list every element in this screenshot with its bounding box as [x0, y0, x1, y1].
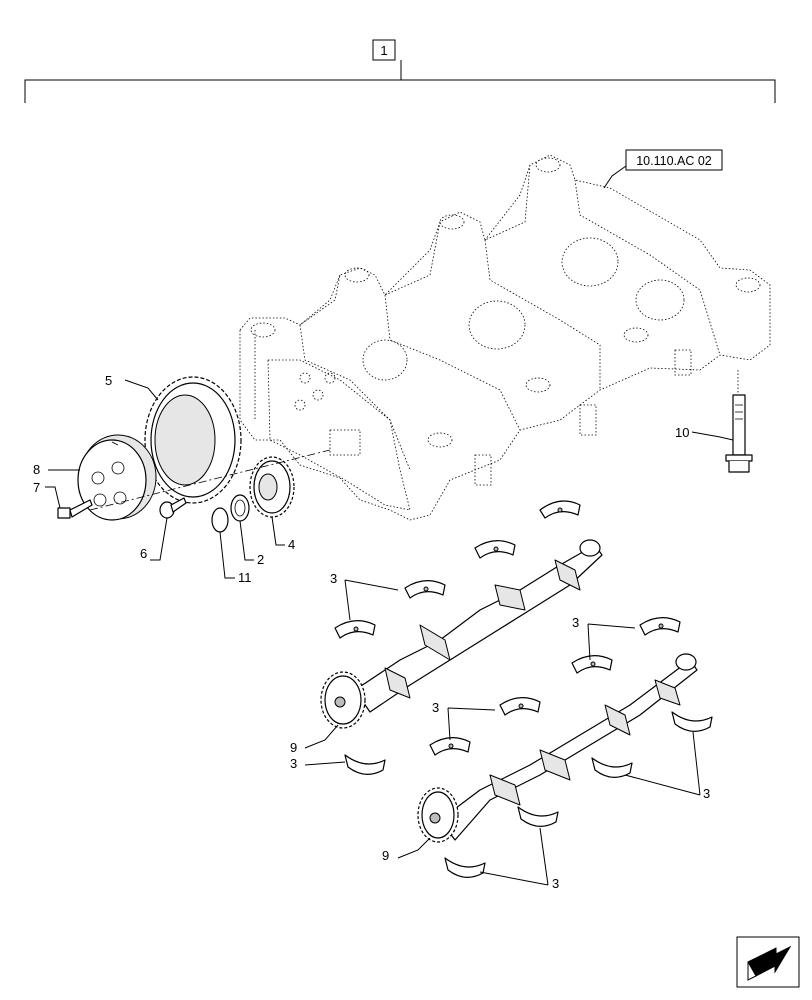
- cam-gear-upper[interactable]: [320, 671, 366, 729]
- bearing-shell-a[interactable]: [539, 500, 581, 519]
- callout-10: 10: [675, 425, 689, 440]
- bearing-shell-k[interactable]: [591, 757, 633, 778]
- cross-reference-label: 10.110.AC 02: [636, 154, 712, 168]
- bearing-shell-f[interactable]: [571, 655, 613, 674]
- bearing-shell-m[interactable]: [444, 857, 486, 878]
- callout-3-a: 3: [330, 571, 337, 586]
- callout-8: 8: [33, 462, 40, 477]
- bearing-shell-i[interactable]: [344, 754, 386, 775]
- camshaft-upper[interactable]: [354, 539, 603, 713]
- callout-9-upper: 9: [290, 740, 297, 755]
- bearing-shell-h[interactable]: [429, 737, 471, 756]
- callout-3-e: 3: [703, 786, 710, 801]
- bearing-shell-d[interactable]: [334, 620, 376, 639]
- callout-2: 2: [257, 552, 264, 567]
- next-page-arrow-icon[interactable]: [736, 936, 800, 988]
- screw-part-6[interactable]: [159, 497, 187, 519]
- bearing-shell-e[interactable]: [639, 617, 681, 636]
- callout-9-lower: 9: [382, 848, 389, 863]
- bolt-part-7[interactable]: [57, 499, 93, 519]
- assembly-ref-label: 1: [380, 43, 387, 58]
- callout-3-c: 3: [432, 700, 439, 715]
- bearing-shell-g[interactable]: [499, 697, 541, 716]
- camshaft-housing: [239, 154, 771, 521]
- washer-part-2[interactable]: [230, 494, 250, 522]
- bearing-shell-c[interactable]: [404, 580, 446, 599]
- callout-5: 5: [105, 373, 112, 388]
- bearing-shell-l[interactable]: [517, 806, 559, 827]
- callout-3-f: 3: [552, 876, 559, 891]
- retaining-ring-part-11[interactable]: [211, 507, 229, 533]
- callout-11: 11: [238, 570, 252, 585]
- callout-7: 7: [33, 480, 40, 495]
- bolt-part-10[interactable]: [725, 394, 753, 473]
- callout-4: 4: [288, 537, 295, 552]
- bearing-shell-j[interactable]: [671, 711, 713, 732]
- callout-3-b: 3: [572, 615, 579, 630]
- camshaft-lower[interactable]: [439, 653, 698, 841]
- cam-gear-lower[interactable]: [417, 787, 459, 843]
- gear-part-5[interactable]: [144, 376, 242, 504]
- bearing-shell-b[interactable]: [474, 540, 516, 559]
- hub-part-8[interactable]: [77, 434, 157, 521]
- cross-reference-box[interactable]: 10.110.AC 02: [603, 149, 723, 189]
- callout-6: 6: [140, 546, 147, 561]
- gear-part-4[interactable]: [249, 456, 295, 518]
- callout-3-d: 3: [290, 756, 297, 771]
- assembly-bracket: 1: [24, 39, 776, 103]
